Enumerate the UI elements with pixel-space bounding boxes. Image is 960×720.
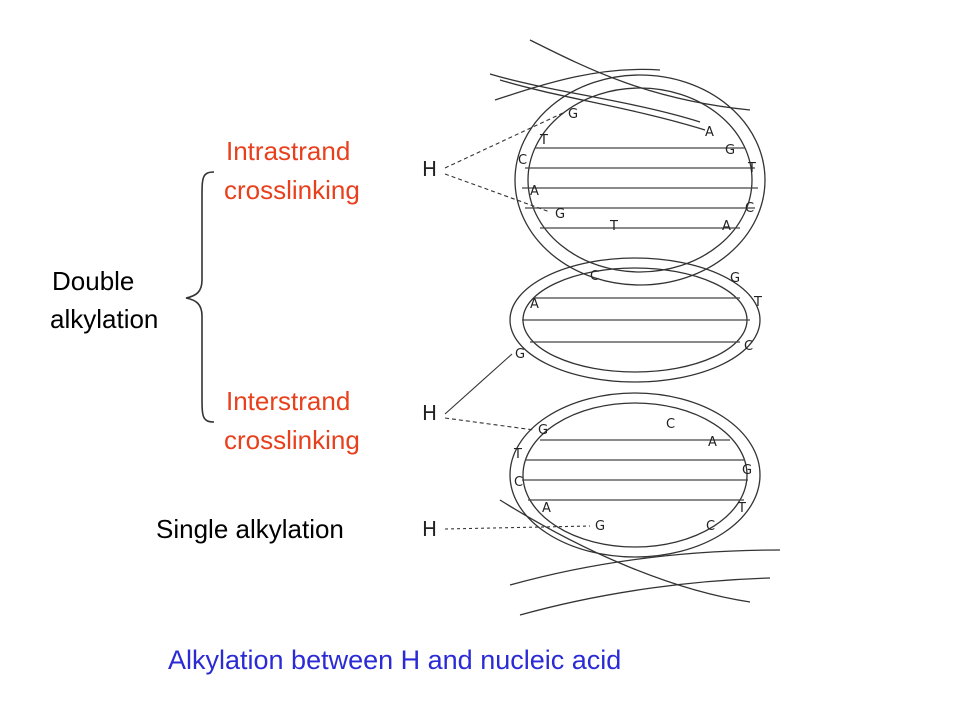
helix-strand [489,73,701,123]
agent-h-single: H [422,517,437,541]
base-letter: T [753,295,762,310]
base-letter: G [515,347,525,362]
base-letter: G [742,463,752,478]
brace-bracket [185,171,215,423]
helix-turn-middle [509,257,761,383]
base-letter: C [518,153,527,168]
helix-strand [529,39,751,111]
helix-strand [509,549,781,586]
double-alkylation-label-line2: alkylation [50,304,159,334]
helix-turn-top [514,74,766,286]
helix-strand [494,68,661,101]
base-letter: T [737,501,746,516]
intrastrand-label-line2: crosslinking [224,175,360,205]
helix-strand [519,577,771,616]
base-letter: A [530,184,539,199]
base-letter: C [744,339,753,354]
intrastrand-label-line1: Intrastrand [226,136,351,166]
base-letter: A [705,125,714,140]
base-letter: C [706,519,715,534]
base-letter: G [555,207,565,222]
base-letter: T [539,133,548,148]
base-letter: T [747,161,756,176]
base-letter: C [514,475,523,490]
base-letter: C [590,269,599,284]
base-letter: G [730,271,740,286]
base-letter: G [538,423,548,438]
base-letter: G [568,107,578,122]
figure-caption: Alkylation between H and nucleic acid [168,645,622,675]
agent-h-intrastrand: H [422,157,437,181]
base-letter: A [722,219,731,234]
base-letter: A [708,435,717,450]
agent-h-interstrand: H [422,401,437,425]
base-letter: A [542,501,551,516]
single-alkylation-label: Single alkylation [156,514,344,544]
helix-strand [499,499,751,603]
dna-helix-diagram: G T C A G A G T T C A C G A T G C G C A … [422,39,781,616]
interstrand-label-line2: crosslinking [224,425,360,455]
base-letter: A [530,297,539,312]
helix-strand [499,79,706,131]
base-letter: T [609,219,618,234]
helix-turn-bottom [509,392,761,558]
base-letter: G [725,143,735,158]
interstrand-label-line1: Interstrand [226,386,351,416]
base-letter: C [745,201,754,216]
base-letter: G [595,519,605,534]
base-letter: T [513,447,522,462]
double-alkylation-label-line1: Double [52,266,135,296]
base-letter: C [666,417,675,432]
